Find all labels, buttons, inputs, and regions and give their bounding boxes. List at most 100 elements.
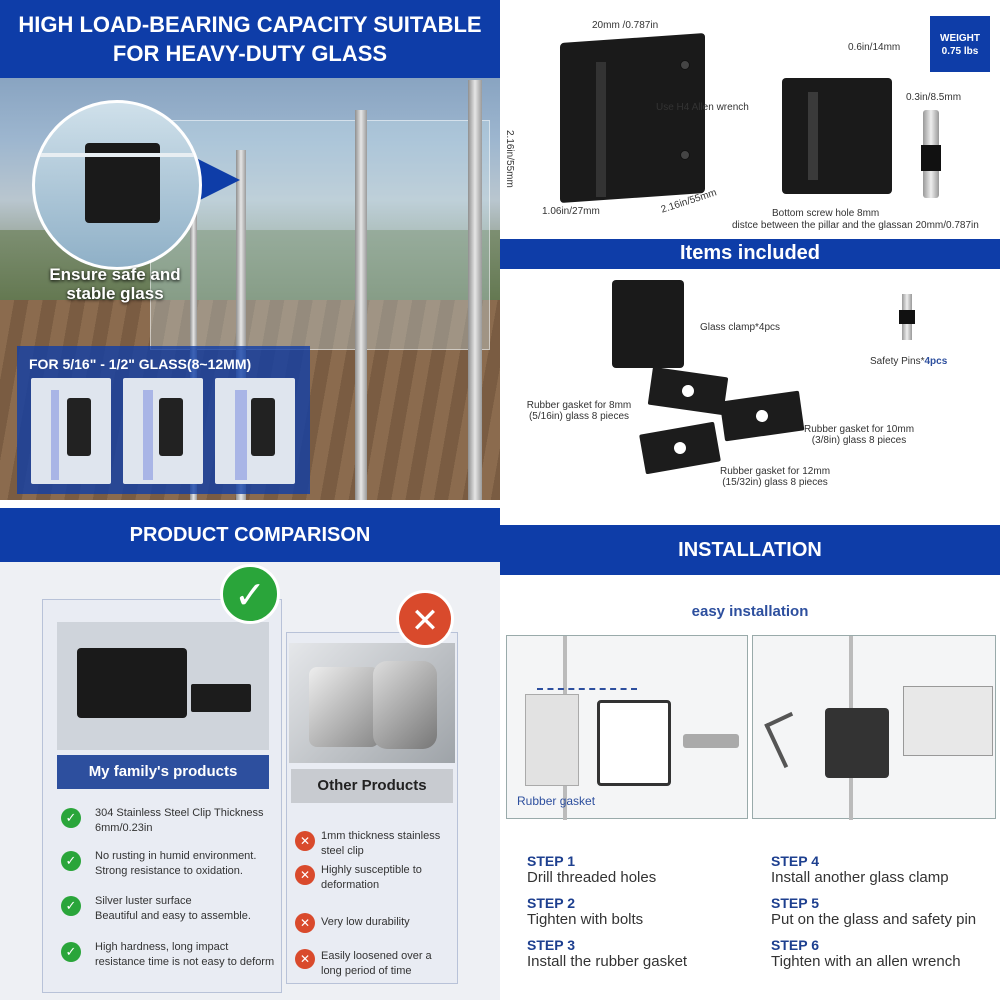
our-feature-4-line-1: High hardness, long impact (95, 941, 229, 953)
our-feature-2: No rusting in humid environment.Strong r… (95, 849, 256, 879)
our-feature-4: High hardness, long impact resistance tim… (95, 940, 274, 970)
caption-line-2: stable glass (66, 284, 164, 303)
step-4-label: STEP 4 (771, 853, 819, 869)
our-product-photo (57, 622, 269, 750)
clamp-angle-view (782, 78, 892, 194)
glass-sheet (235, 390, 247, 480)
gasket-8mm (647, 366, 729, 416)
step-6: STEP 6 Tighten with an allen wrench (771, 937, 961, 970)
caption-line-1: Ensure safe and (49, 265, 181, 284)
thumb-8mm (31, 378, 111, 484)
rubber-gasket-drawing (525, 694, 579, 786)
gasket-hole (681, 384, 695, 398)
step-4: STEP 4 Install another glass clamp (771, 853, 949, 886)
our-feature-1: 304 Stainless Steel Clip Thickness 6mm/0.… (95, 806, 264, 836)
our-feature-2-line-1: No rusting in humid environment. (95, 850, 257, 862)
other-feature-3: Very low durability (321, 915, 410, 930)
clamp-side (67, 398, 91, 456)
glass-range-label: FOR 5/16" - 1/2" GLASS(8~12MM) (29, 356, 252, 372)
panel-heading: HIGH LOAD-BEARING CAPACITY SUITABLE FOR … (0, 0, 500, 78)
installation-panel: INSTALLATION easy installation Rubber ga… (500, 508, 1000, 1000)
other-feature-3-line-1: Very low durability (321, 916, 410, 928)
glass-sheet-drawing (903, 686, 993, 756)
glass-sheet (51, 390, 59, 480)
gasket-10mm (719, 390, 805, 442)
cross-icon: ✕ (295, 831, 315, 851)
clamp-image (77, 648, 187, 718)
step-1-desc: Drill threaded holes (527, 869, 657, 886)
screw-note-line-2: distce between the pillar and the glassa… (732, 220, 979, 231)
cross-icon: ✕ (295, 865, 315, 885)
our-feature-1-line-1: 304 Stainless Steel Clip Thickness (95, 807, 264, 819)
comparison-panel: PRODUCT COMPARISON My family's products … (0, 508, 500, 1000)
step-4-desc: Install another glass clamp (771, 869, 949, 886)
our-feature-3-line-1: Silver luster surface (95, 895, 192, 907)
railing-post (468, 80, 482, 500)
check-icon: ✓ (61, 851, 81, 871)
gasket-10-label: Rubber gasket for 10mm(3/8in) glass 8 pi… (800, 424, 918, 446)
steel-clip-image (373, 661, 437, 749)
wrench-note: Use H4 Allen wrench (656, 102, 749, 113)
pin-sleeve (921, 145, 941, 171)
clamp-slot (596, 62, 606, 197)
other-feature-4-line-2: long period of time (321, 965, 412, 977)
other-feature-2-line-2: deformation (321, 879, 380, 891)
railing-post (236, 150, 246, 500)
clamp-side (251, 398, 275, 456)
step-3: STEP 3 Install the rubber gasket (527, 937, 687, 970)
other-feature-1-line-2: steel clip (321, 845, 364, 857)
dim-width-top: 20mm /0.787in (592, 20, 659, 31)
thumb-12mm (215, 378, 295, 484)
other-product-label: Other Products (291, 769, 453, 803)
step-2: STEP 2 Tighten with bolts (527, 895, 643, 928)
step-2-desc: Tighten with bolts (527, 911, 644, 928)
clamp-item-label: Glass clamp*4pcs (700, 322, 781, 333)
dim-pin-size: 0.3in/8.5mm (906, 92, 962, 103)
gasket-hole (673, 441, 687, 455)
zoom-detail-circle (32, 100, 202, 270)
bolt-drawing (683, 734, 739, 748)
glass-thickness-box: FOR 5/16" - 1/2" GLASS(8~12MM) (17, 346, 310, 494)
gasket-hole (755, 409, 769, 423)
step-1-label: STEP 1 (527, 853, 575, 869)
step-6-label: STEP 6 (771, 937, 819, 953)
clamp-drawing (825, 708, 889, 778)
install-diagram-2 (752, 635, 996, 820)
step-6-desc: Tighten with an allen wrench (771, 953, 961, 970)
our-product-card: My family's products ✓ 304 Stainless Ste… (42, 599, 282, 993)
our-feature-1-line-2: 6mm/0.23in (95, 822, 153, 834)
gasket-10-line-2: (3/8in) glass 8 pieces (811, 435, 907, 446)
our-feature-4-line-2: resistance time is not easy to deform (95, 956, 275, 968)
dim-depth: 1.06in/27mm (542, 206, 600, 217)
check-icon: ✓ (61, 942, 81, 962)
safety-caption: Ensure safe and stable glass (40, 265, 190, 303)
comparison-heading: PRODUCT COMPARISON (0, 508, 500, 562)
our-feature-3-line-2: Beautiful and easy to assemble. (95, 910, 251, 922)
check-icon: ✓ (61, 896, 81, 916)
pins-item-label: Safety Pins*4pcs (870, 356, 947, 367)
clamp-drawing (597, 700, 671, 786)
glass-edge (35, 153, 199, 157)
gasket-12mm (639, 421, 721, 475)
big-cross-icon: ✕ (396, 590, 454, 648)
items-heading: Items included (500, 239, 1000, 269)
rubber-gasket-label: Rubber gasket (517, 794, 596, 808)
other-product-photo (289, 643, 455, 763)
other-product-card: Other Products ✕ 1mm thickness stainless… (286, 632, 458, 984)
weight-badge: WEIGHT 0.75 lbs (930, 16, 990, 72)
railing-post (355, 110, 367, 500)
pins-count: 4pcs (924, 356, 948, 367)
weight-value: 0.75 lbs (941, 46, 979, 57)
screw-icon (680, 150, 690, 160)
gasket-image (191, 684, 251, 712)
gasket-12-line-1: Rubber gasket for 12mm (719, 466, 831, 477)
gasket-12-label: Rubber gasket for 12mm(15/32in) glass 8 … (712, 466, 838, 488)
dimensions-items-panel: 20mm /0.787in 2.16in/55mm 1.06in/27mm 2.… (500, 0, 1000, 500)
check-icon: ✓ (61, 808, 81, 828)
railing-post (190, 180, 197, 500)
install-diagram-1: Rubber gasket (506, 635, 748, 820)
step-5-desc: Put on the glass and safety pin (771, 911, 977, 928)
gasket-8-line-1: Rubber gasket for 8mm (526, 400, 632, 411)
